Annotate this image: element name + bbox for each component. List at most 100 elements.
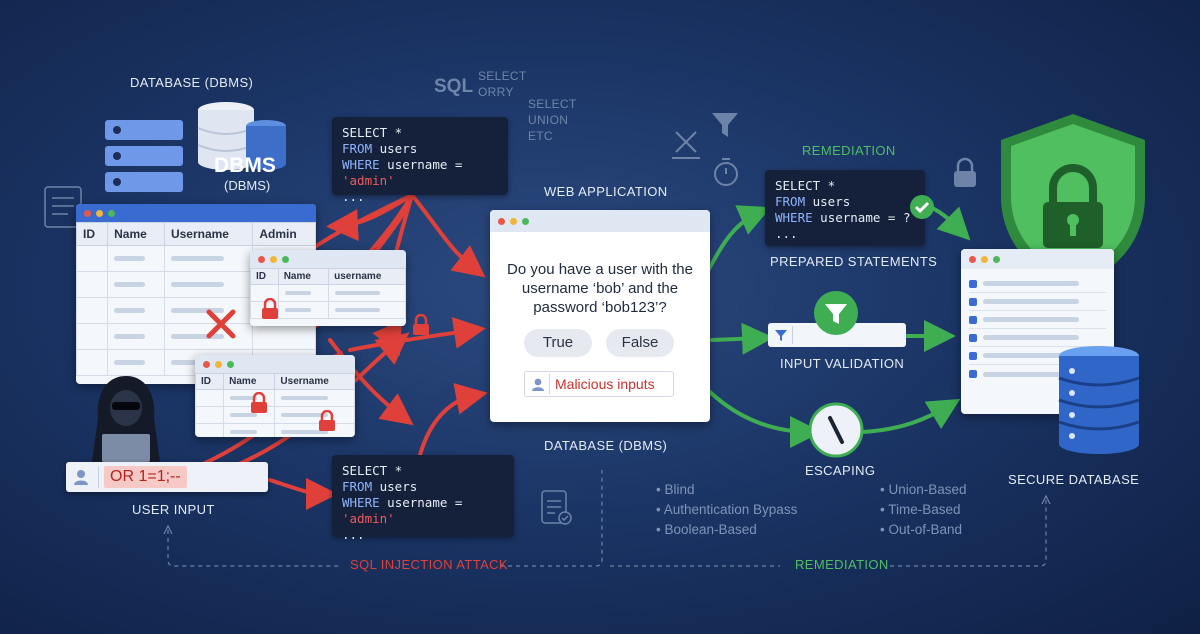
code-keyword: FROM	[342, 141, 373, 156]
clipboard-check-icon	[541, 490, 572, 525]
sql-query-bottom: SELECT * FROM users WHERE username = 'ad…	[332, 455, 514, 542]
col-id: ID	[76, 222, 109, 246]
checkmark-icon	[910, 195, 934, 219]
secure-db-window	[961, 249, 1114, 414]
code-text: users	[805, 194, 851, 209]
lock-icon	[319, 410, 335, 431]
hacker-icon	[92, 376, 160, 462]
code-line: ...	[775, 226, 798, 241]
col-name: Name	[277, 268, 330, 285]
malicious-input-field[interactable]: Malicious inputs	[524, 371, 674, 397]
sql-injection-attack-label: SQL INJECTION ATTACK	[350, 557, 509, 572]
injection-types-right: • Union-Based • Time-Based • Out-of-Band	[880, 480, 967, 540]
secure-database-label: SECURE DATABASE	[1008, 472, 1140, 487]
escape-backslash-icon	[808, 402, 864, 458]
red-x-icon	[206, 309, 236, 339]
window-titlebar	[76, 204, 316, 222]
lock-icon	[954, 157, 976, 187]
list-item	[969, 311, 1106, 329]
lock-icon	[413, 314, 429, 335]
code-keyword: WHERE	[342, 495, 380, 510]
list-item: • Authentication Bypass	[656, 502, 798, 517]
prepared-statement-code: SELECT * FROM users WHERE username = ? .…	[765, 170, 925, 246]
code-keyword: FROM	[342, 479, 373, 494]
input-validation-label: INPUT VALIDATION	[780, 356, 905, 371]
faint-orry: ORRY	[478, 85, 514, 99]
faint-union: UNION	[528, 113, 569, 127]
code-line: ...	[342, 189, 365, 204]
col-username: Username	[274, 373, 355, 390]
user-input-value: OR 1=1;--	[104, 466, 187, 488]
database-label-mid: DATABASE (DBMS)	[544, 438, 668, 453]
col-username: Username	[163, 222, 254, 246]
security-shield-icon	[1001, 114, 1145, 288]
list-item	[969, 365, 1106, 383]
list-item: • Time-Based	[880, 502, 961, 517]
dbms-cylinder-icon	[197, 102, 286, 170]
table-row	[195, 389, 355, 407]
col-id: ID	[250, 268, 279, 285]
col-name: Name	[223, 373, 276, 390]
server-stack-icon	[105, 120, 183, 192]
window-titlebar	[961, 249, 1114, 269]
true-button[interactable]: True	[524, 329, 592, 357]
user-input-label: USER INPUT	[132, 502, 215, 517]
escaping-label: ESCAPING	[805, 463, 876, 478]
prepared-statements-label: PREPARED STATEMENTS	[770, 254, 938, 269]
code-line: SELECT *	[342, 463, 403, 478]
remediation-label-bottom: REMEDIATION	[795, 557, 889, 572]
code-line: SELECT *	[342, 125, 403, 140]
list-item: • Boolean-Based	[656, 522, 757, 537]
crossed-tools-icon	[672, 131, 700, 159]
filter-icon	[775, 330, 787, 341]
injection-types-left: • Blind • Authentication Bypass • Boolea…	[656, 480, 797, 540]
lock-icon	[251, 392, 267, 413]
code-text: users	[372, 479, 418, 494]
web-app-window: Do you have a user with the username ‘bo…	[490, 210, 710, 422]
table-row	[76, 323, 316, 350]
list-item	[969, 293, 1106, 311]
filter-icon	[712, 113, 738, 137]
faint-select-a: SELECT	[478, 69, 527, 83]
dbms-subtitle: (DBMS)	[224, 178, 271, 193]
window-titlebar	[250, 250, 406, 268]
col-id: ID	[195, 373, 225, 390]
secure-database-icon	[1058, 346, 1140, 454]
remediation-label-top: REMEDIATION	[802, 143, 896, 158]
dbms-title: DBMS	[214, 154, 276, 177]
users-table: ID Name Username Admin	[76, 222, 316, 376]
list-item	[969, 275, 1106, 293]
list-item: • Out-of-Band	[880, 522, 963, 537]
code-text: username = ?	[812, 210, 911, 225]
faint-etc: ETC	[528, 129, 553, 143]
code-keyword: WHERE	[342, 157, 380, 172]
code-line: SELECT *	[775, 178, 836, 193]
list-item	[969, 329, 1106, 347]
list-item	[969, 347, 1106, 365]
false-button[interactable]: False	[606, 329, 674, 357]
code-string: 'admin'	[342, 173, 395, 188]
user-input-field[interactable]: OR 1=1;--	[66, 462, 268, 492]
col-name: Name	[107, 222, 165, 246]
document-icon	[44, 186, 82, 228]
login-question: Do you have a user with the username ‘bo…	[507, 261, 693, 316]
malicious-input-value: Malicious inputs	[555, 376, 655, 392]
code-line: ...	[342, 527, 365, 542]
database-label-top: DATABASE (DBMS)	[130, 75, 254, 90]
code-string: 'admin'	[342, 511, 395, 526]
code-text: username =	[379, 495, 463, 510]
list-item: • Blind	[656, 482, 695, 497]
user-icon	[74, 470, 88, 485]
code-keyword: WHERE	[775, 210, 813, 225]
list-item: • Union-Based	[880, 482, 967, 497]
faint-sql-text: SQL	[434, 76, 474, 97]
user-icon	[532, 378, 544, 391]
col-admin: Admin	[252, 222, 316, 246]
sql-query-top: SELECT * FROM users WHERE username = 'ad…	[332, 117, 508, 204]
lock-icon	[262, 298, 278, 319]
code-text: users	[372, 141, 418, 156]
stopwatch-icon	[714, 158, 738, 186]
users-table-window: ID Name Username Admin	[76, 204, 316, 384]
window-titlebar	[490, 210, 710, 232]
